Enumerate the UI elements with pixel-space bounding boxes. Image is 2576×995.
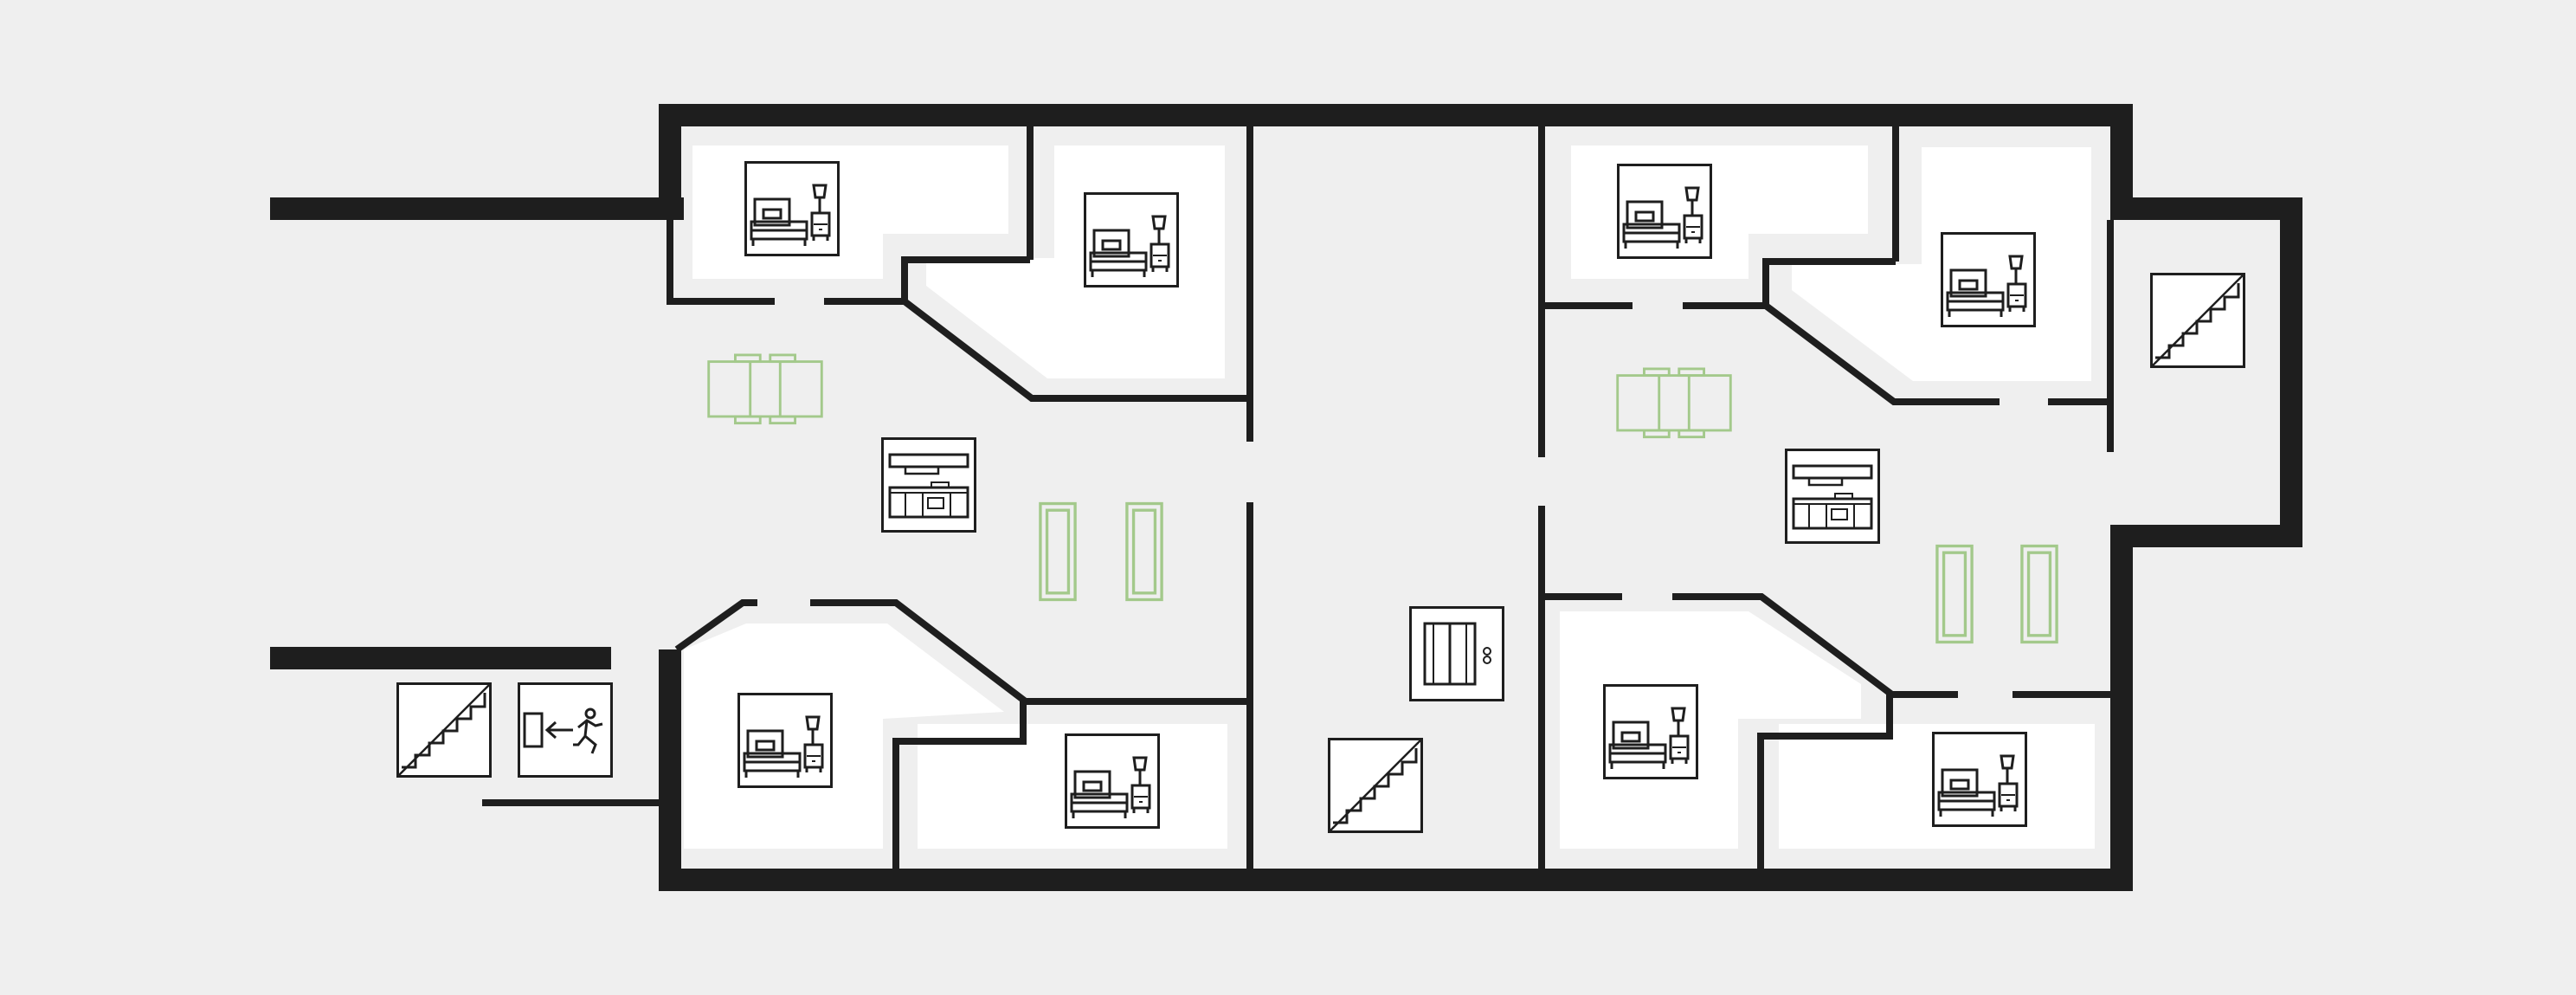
bed-icon bbox=[1941, 232, 2036, 327]
elevator-icon bbox=[1409, 606, 1504, 701]
sofa-icon bbox=[2020, 544, 2058, 644]
stairs-icon bbox=[396, 682, 492, 778]
stairs-icon bbox=[2150, 273, 2245, 368]
sofa-icon bbox=[1039, 501, 1077, 602]
wall-bedroom-3-door-right bbox=[810, 599, 1027, 869]
walls bbox=[270, 104, 2302, 891]
sofa-icon bbox=[1935, 544, 1974, 644]
bed-icon bbox=[1084, 192, 1179, 288]
sofa-icon bbox=[1125, 501, 1163, 602]
outer-wall-north-west bbox=[659, 104, 2302, 891]
bedroom-7-floor bbox=[1560, 611, 1861, 849]
bedroom-3-floor bbox=[684, 623, 1004, 849]
bed-icon bbox=[1603, 684, 1698, 779]
bed-icon bbox=[1065, 733, 1160, 829]
wall-bedroom-7 bbox=[1672, 593, 1893, 869]
bed-icon bbox=[1932, 732, 2027, 827]
stairs-icon bbox=[1328, 738, 1423, 833]
emergency-exit-icon bbox=[518, 682, 613, 778]
bed-icon bbox=[737, 693, 833, 788]
wall-bedroom-3 bbox=[674, 599, 757, 653]
kitchen-icon bbox=[881, 437, 976, 533]
bed-icon bbox=[1617, 164, 1712, 259]
dining-table-icon bbox=[707, 353, 823, 425]
dining-table-icon bbox=[1616, 367, 1732, 439]
bed-icon bbox=[744, 161, 840, 256]
wall-bedroom-6 bbox=[1762, 258, 2000, 405]
wall-bedroom-2 bbox=[901, 256, 1246, 402]
wall-bedroom-1 bbox=[667, 218, 775, 305]
kitchen-icon bbox=[1785, 449, 1880, 544]
